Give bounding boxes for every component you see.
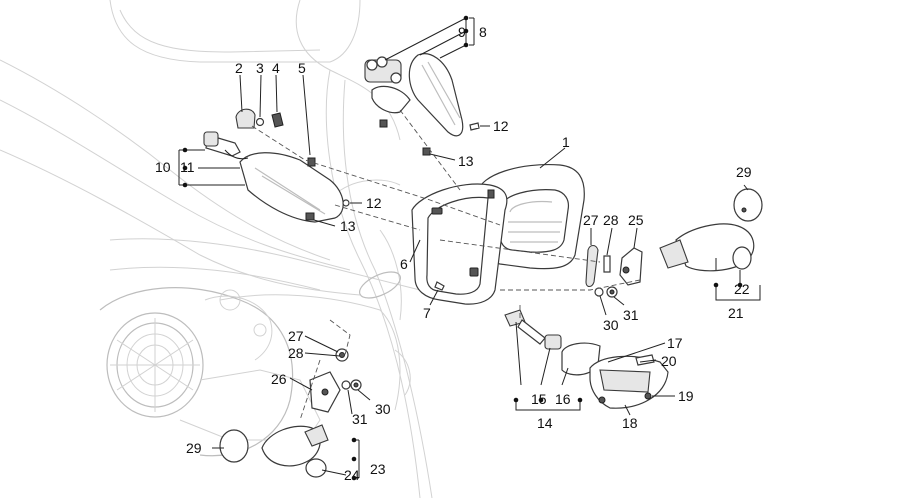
left-rear-indicator (219, 424, 329, 478)
callout-22: 22 (734, 281, 750, 297)
bracket-set-upper (585, 244, 643, 298)
callout-21: 21 (728, 305, 744, 321)
right-rear-indicator (659, 188, 763, 272)
callout-14: 14 (537, 415, 553, 431)
callout-13-lower: 13 (340, 218, 356, 234)
callout-12-upper: 12 (493, 118, 509, 134)
callout-12-lower: 12 (366, 195, 382, 211)
callout-9: 9 (458, 24, 466, 40)
callout-30-lower: 30 (375, 401, 391, 417)
left-indicator-assembly (203, 131, 344, 223)
callout-3: 3 (256, 60, 264, 76)
callout-5: 5 (298, 60, 306, 76)
callout-31-lower: 31 (352, 411, 368, 427)
clip-5 (307, 157, 316, 167)
callout-16: 16 (555, 391, 571, 407)
callout-11: 11 (180, 159, 195, 175)
callout-7: 7 (423, 305, 431, 321)
callout-28-lower: 28 (288, 345, 304, 361)
callout-24: 24 (344, 467, 360, 483)
callout-1: 1 (562, 134, 570, 150)
tail-light-assembly (411, 163, 585, 305)
callout-labels: 1 2 3 4 5 6 7 8 9 10 11 12 12 13 13 14 1… (155, 24, 752, 483)
callout-2: 2 (235, 60, 243, 76)
callout-27-upper: 27 (583, 212, 599, 228)
license-plate-light (504, 309, 669, 409)
callout-25: 25 (628, 212, 644, 228)
callout-13-upper: 13 (458, 153, 474, 169)
callout-19: 19 (678, 388, 694, 404)
callout-30-upper: 30 (603, 317, 619, 333)
callout-31-upper: 31 (623, 307, 639, 323)
screws-7-12 (342, 122, 480, 291)
callout-27-lower: 27 (288, 328, 304, 344)
assembly-lines (251, 109, 641, 421)
callout-17: 17 (667, 335, 683, 351)
callout-23: 23 (370, 461, 386, 477)
bulb-socket-2-3-4 (235, 108, 284, 129)
callout-18: 18 (622, 415, 638, 431)
callout-4: 4 (272, 60, 280, 76)
callout-8: 8 (479, 24, 487, 40)
leader-dots (182, 15, 743, 481)
callout-28-upper: 28 (603, 212, 619, 228)
clips-13 (305, 147, 431, 221)
callout-6: 6 (400, 256, 408, 272)
callout-20: 20 (661, 353, 677, 369)
callout-15: 15 (531, 391, 547, 407)
callout-29-right: 29 (736, 164, 752, 180)
upper-indicator-assembly (364, 53, 464, 137)
callout-10: 10 (155, 159, 171, 175)
callout-29-left: 29 (186, 440, 202, 456)
bracket-set-lower (309, 348, 362, 413)
callout-26: 26 (271, 371, 287, 387)
